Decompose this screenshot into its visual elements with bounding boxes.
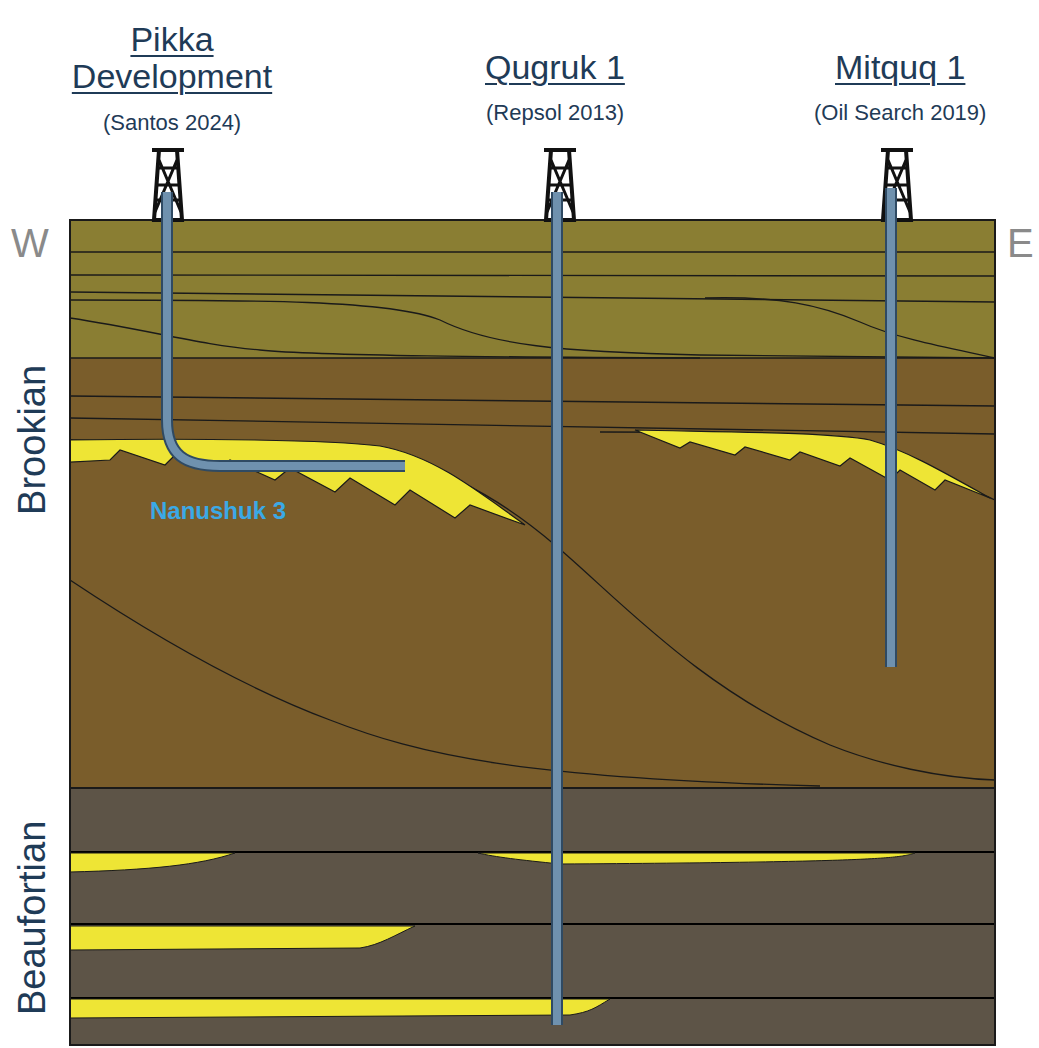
well-title: Pikka Development [42, 21, 302, 96]
brookian-shale [70, 220, 995, 788]
well-title: Qugruk 1 [485, 49, 625, 86]
well-operator: (Repsol 2013) [486, 101, 624, 125]
well-paths [167, 188, 891, 1025]
compass-east: E [1007, 221, 1034, 265]
beaufortian [70, 788, 995, 1045]
unit-name: Beaufortian [12, 821, 54, 1015]
reservoir-name: Nanushuk 3 [150, 498, 286, 524]
well-operator: (Oil Search 2019) [814, 101, 986, 125]
beaufortian-sands [70, 853, 915, 1018]
well-title: Mitquq 1 [835, 49, 965, 86]
unit-name: Brookian [12, 365, 54, 515]
upper-layers [70, 220, 995, 358]
compass-west: W [11, 221, 49, 265]
nanushuk-sand [70, 439, 525, 525]
sand-lens [635, 430, 990, 498]
well-operator: (Santos 2024) [103, 111, 241, 135]
